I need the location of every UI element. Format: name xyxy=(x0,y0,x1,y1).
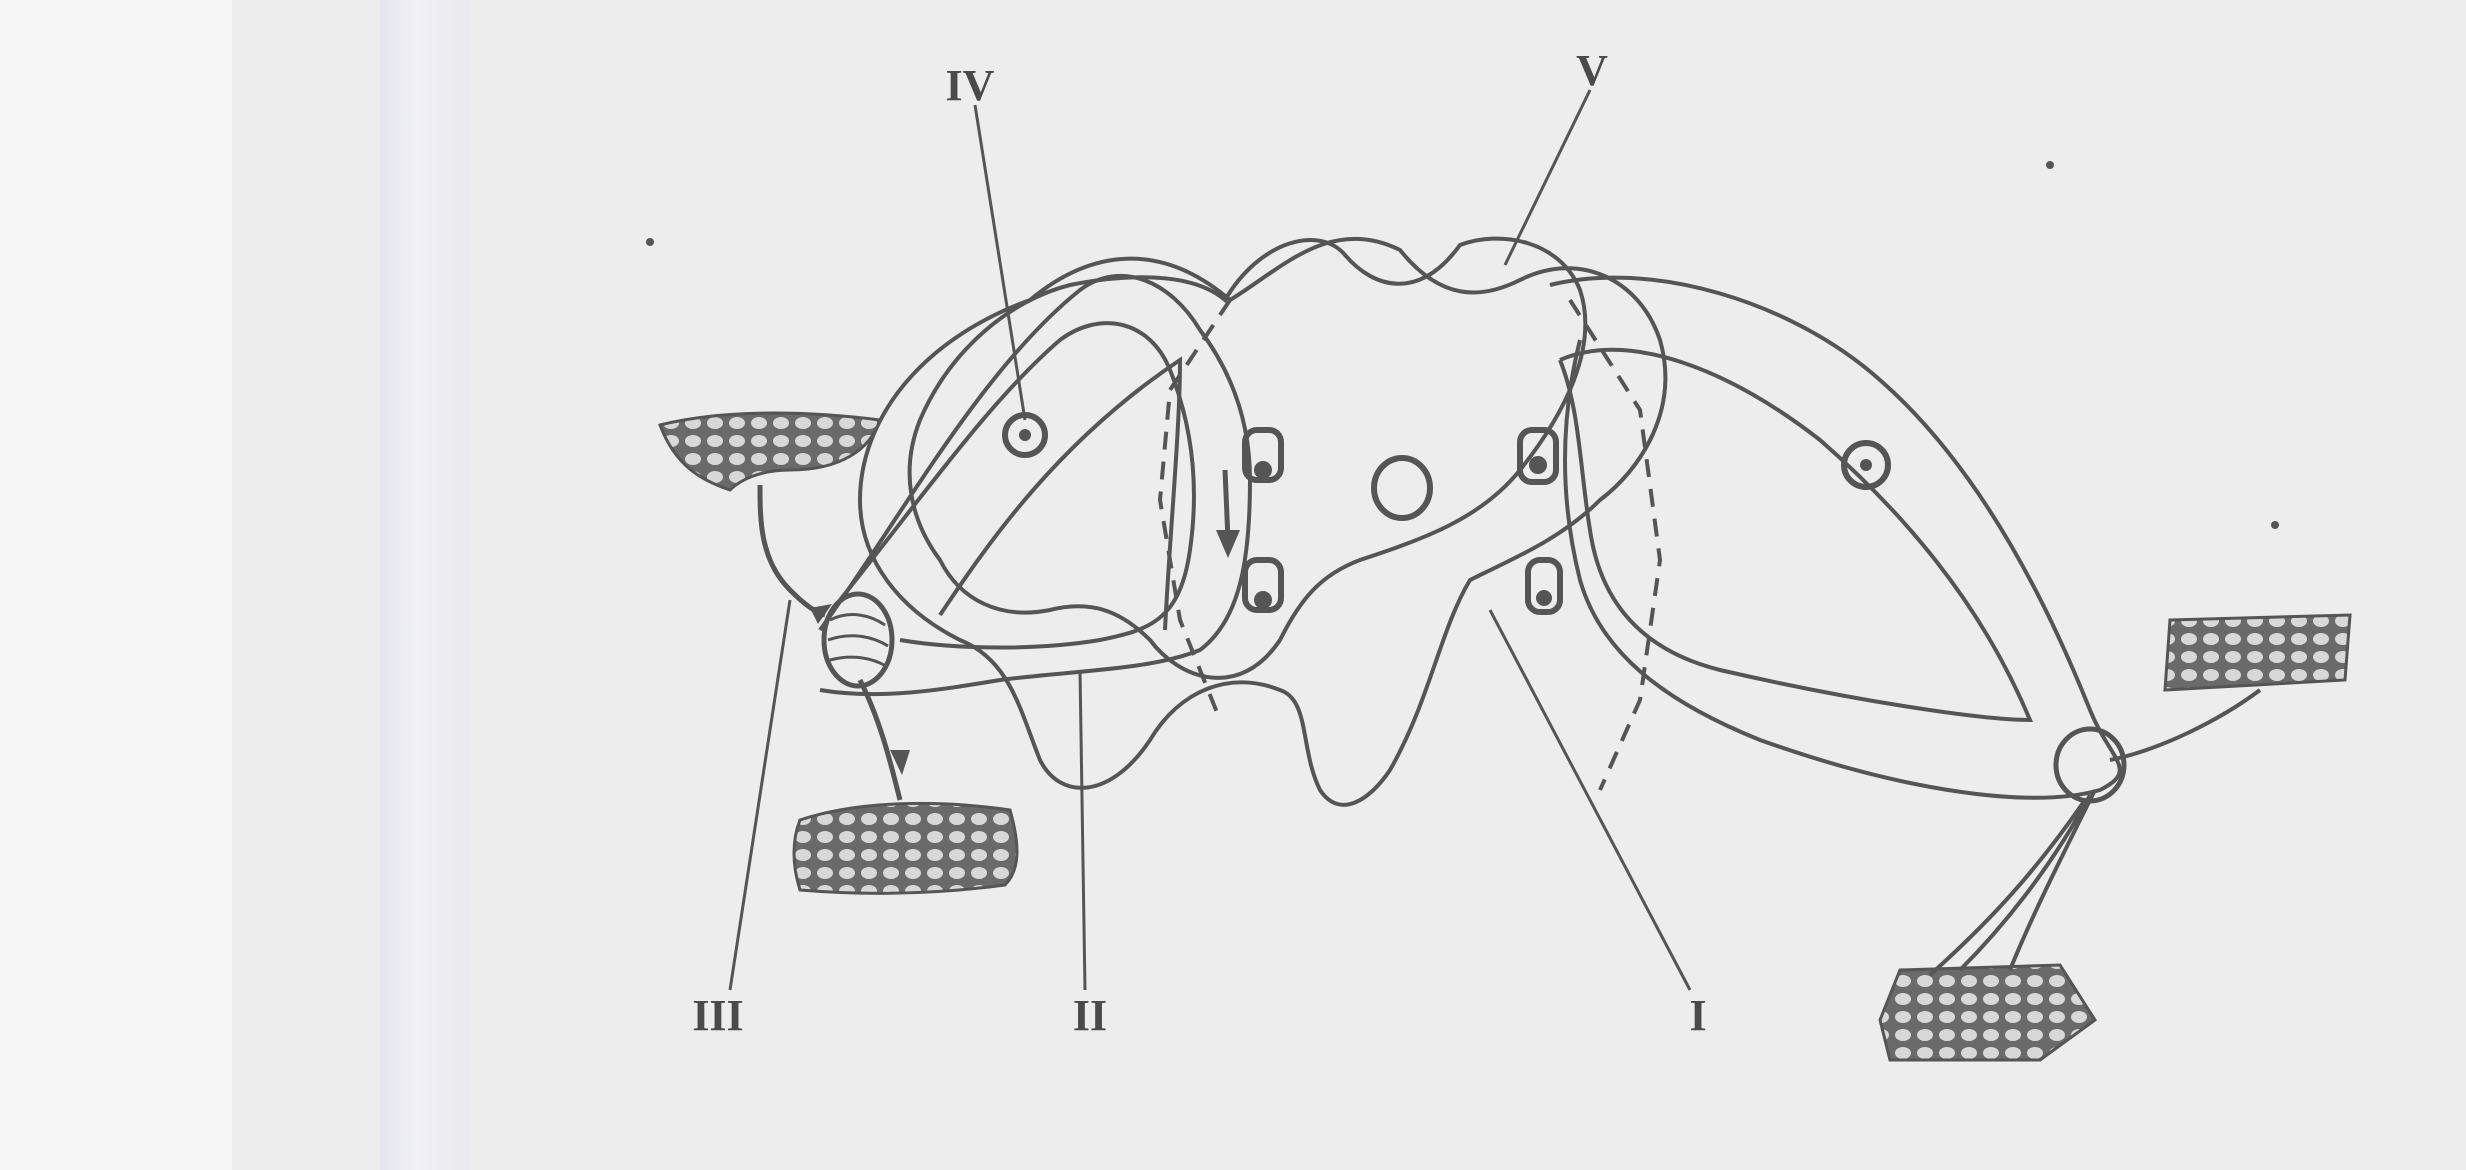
fiber-right-top xyxy=(2110,690,2260,760)
fibers-right-bottom xyxy=(1930,790,2095,975)
leader-line-i xyxy=(1490,610,1690,990)
dashed-line-right xyxy=(1570,300,1660,790)
label-v: V xyxy=(1576,46,1608,95)
interneuron-arrowhead xyxy=(1216,530,1240,558)
receptor-tissue xyxy=(660,413,880,490)
speck xyxy=(2046,161,2054,169)
speck xyxy=(2271,521,2279,529)
effector-tissue-right-bottom xyxy=(1880,965,2095,1060)
effector-tissue-left xyxy=(794,803,1017,893)
synapse-lower-right xyxy=(1528,560,1560,612)
central-canal xyxy=(1374,458,1430,518)
leader-line-iii xyxy=(730,600,790,990)
right-neuron-loop-outer xyxy=(1550,278,2120,798)
dorsal-root-ganglion xyxy=(824,594,892,686)
label-iv: IV xyxy=(946,61,995,110)
white-matter-outline xyxy=(860,239,1665,805)
interneuron-arrow xyxy=(1225,470,1228,540)
leader-line-v xyxy=(1505,90,1590,265)
afferent-fiber xyxy=(760,485,825,615)
effector-tissue-right-top xyxy=(2165,615,2350,690)
efferent-fiber xyxy=(860,680,900,800)
ganglion-striations xyxy=(828,615,888,666)
leader-line-ii xyxy=(1080,670,1085,990)
synapse-lower-left xyxy=(1245,560,1281,610)
right-ganglion xyxy=(2056,729,2124,801)
label-i: I xyxy=(1689,991,1706,1040)
label-ii: II xyxy=(1073,991,1107,1040)
neuron-cell-iv xyxy=(1005,415,1045,455)
synapse-upper-right xyxy=(1520,430,1556,482)
speck xyxy=(646,238,654,246)
label-iii: III xyxy=(692,991,743,1040)
